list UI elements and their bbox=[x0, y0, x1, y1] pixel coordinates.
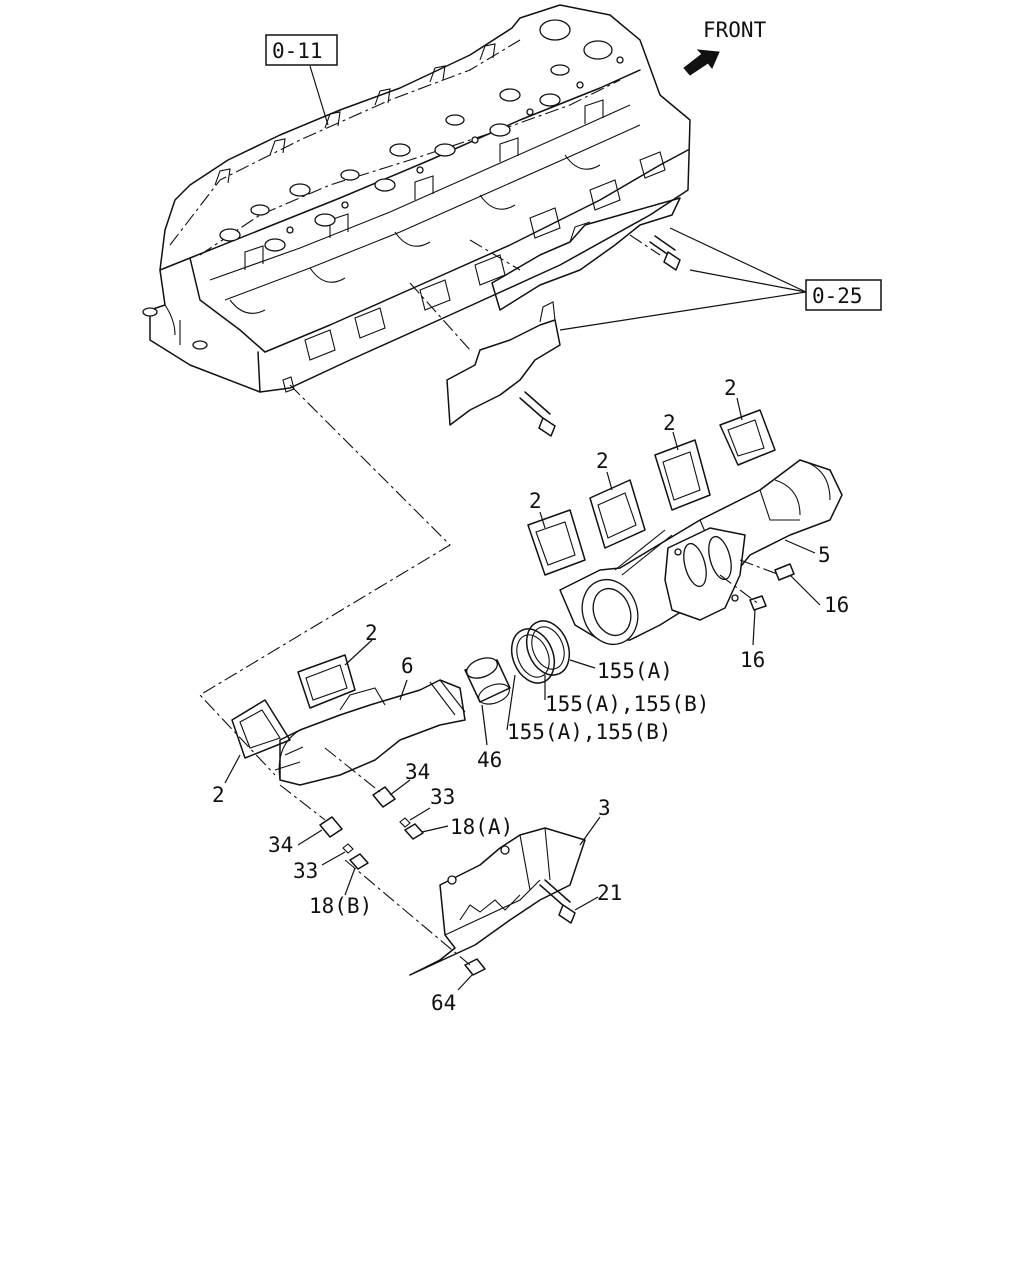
callout-46-sleeve: 46 bbox=[477, 748, 502, 772]
cylinder-head-outline bbox=[149, 4, 691, 393]
fittings-upper bbox=[372, 786, 424, 840]
callout-3-insulator: 3 bbox=[598, 796, 611, 820]
callout-5-manifold: 5 bbox=[818, 543, 831, 567]
ref-heat-shield-text: 0-25 bbox=[812, 284, 863, 308]
callout-34-upper: 34 bbox=[405, 760, 430, 784]
nut-64 bbox=[464, 958, 486, 976]
crossover-pipe-6 bbox=[274, 679, 466, 786]
callout-2-crossover-lower: 2 bbox=[212, 783, 225, 807]
callout-16-upper: 16 bbox=[824, 593, 849, 617]
exhaust-manifold bbox=[559, 459, 843, 646]
manifold-gaskets bbox=[231, 409, 776, 759]
callout-labels: 2 2 2 2 2 2 5 16 16 155(A) 155(A),155(B)… bbox=[212, 376, 849, 1015]
heat-insulator-3 bbox=[409, 827, 586, 976]
callout-33-lower: 33 bbox=[293, 859, 318, 883]
exhaust-port-flanges bbox=[304, 151, 666, 361]
gasket-rear-2 bbox=[654, 439, 711, 511]
ref-heat-shield: 0-25 bbox=[559, 227, 882, 331]
gasket-rear-1 bbox=[719, 409, 776, 466]
sleeve-46 bbox=[464, 657, 511, 705]
studs-16 bbox=[749, 563, 795, 611]
seal-rings-155 bbox=[510, 620, 571, 684]
callout-34-lower: 34 bbox=[268, 833, 293, 857]
callout-2-crossover-upper: 2 bbox=[365, 621, 378, 645]
callout-155-a: 155(A) bbox=[597, 659, 673, 683]
front-label: FRONT bbox=[703, 18, 767, 42]
bolt-21 bbox=[539, 879, 576, 924]
front-arrow-icon bbox=[683, 49, 720, 76]
shield-bolt-upper bbox=[629, 234, 681, 271]
callout-2-mid: 2 bbox=[596, 449, 609, 473]
callout-155-ab-lower: 155(A),155(B) bbox=[507, 720, 671, 744]
callout-33-upper: 33 bbox=[430, 785, 455, 809]
callout-2-front: 2 bbox=[529, 489, 542, 513]
shield-bolt-lower bbox=[519, 391, 556, 437]
heat-shield-lower bbox=[409, 282, 561, 426]
fittings-lower bbox=[319, 816, 369, 870]
gasket-crossover-lower bbox=[231, 699, 291, 759]
assembly-lines bbox=[199, 384, 781, 966]
callout-2-rear-mid: 2 bbox=[663, 411, 676, 435]
callout-2-rear: 2 bbox=[724, 376, 737, 400]
callout-18a: 18(A) bbox=[450, 815, 513, 839]
gasket-front bbox=[527, 509, 586, 576]
heat-shield-upper bbox=[469, 197, 681, 311]
ref-cylinder-head: 0-11 bbox=[265, 34, 338, 126]
front-direction-indicator: FRONT bbox=[683, 18, 767, 76]
callout-18b: 18(B) bbox=[309, 894, 372, 918]
callout-16-lower: 16 bbox=[740, 648, 765, 672]
cylinder-head-ports bbox=[219, 19, 624, 252]
callout-64-nut: 64 bbox=[431, 991, 456, 1015]
gasket-mid bbox=[589, 479, 646, 549]
callout-6-pipe: 6 bbox=[401, 654, 414, 678]
cylinder-head bbox=[142, 4, 691, 393]
ref-cylinder-head-text: 0-11 bbox=[272, 39, 323, 63]
callout-21-bolt: 21 bbox=[597, 881, 622, 905]
gasket-crossover-upper bbox=[297, 654, 356, 709]
callout-155-ab-upper: 155(A),155(B) bbox=[545, 692, 709, 716]
leader-lines bbox=[224, 397, 821, 991]
